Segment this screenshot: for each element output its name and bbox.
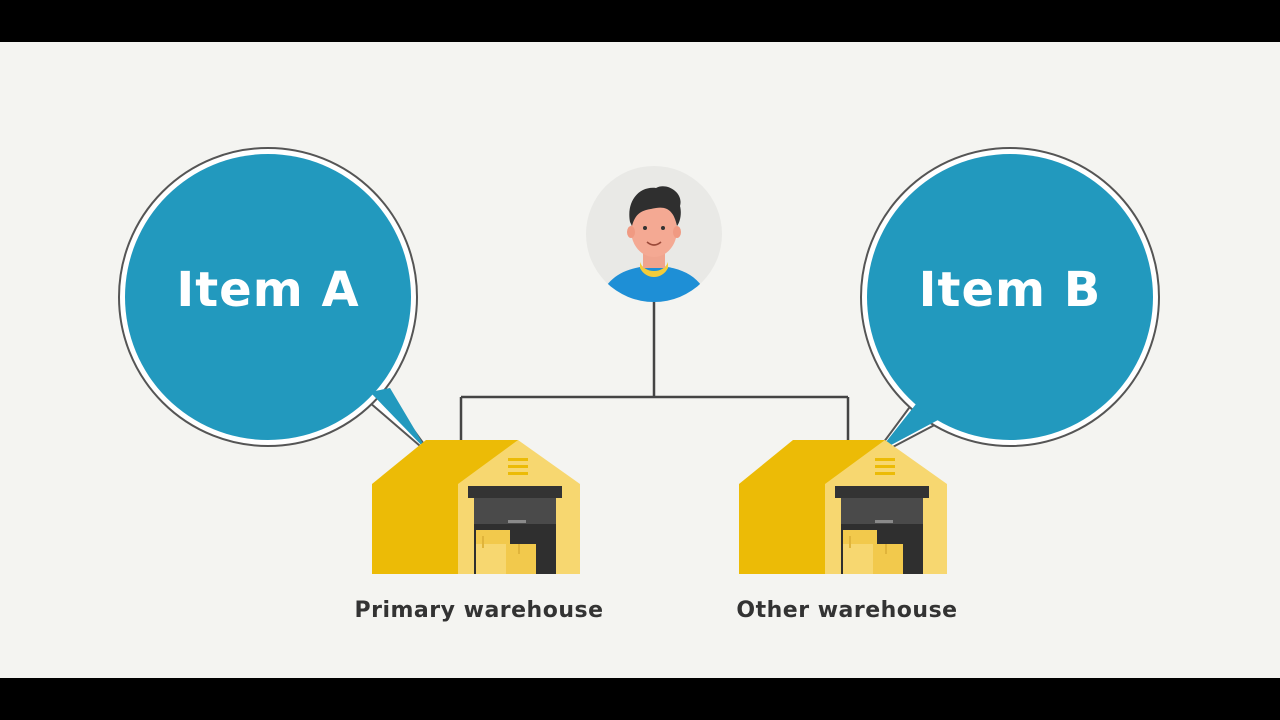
warehouse-icon-primary [372,440,580,574]
primary-warehouse-label: Primary warehouse [354,598,604,623]
person-avatar-icon [586,166,722,302]
connector-lines [459,300,850,442]
warehouse-icon-other [739,440,947,574]
speech-bubble-item-a [118,147,435,459]
bubble-label-item-b: Item B [918,262,1102,318]
bubble-label-item-a: Item A [176,262,360,318]
other-warehouse-label: Other warehouse [736,598,958,623]
speech-bubble-item-b [860,147,1160,459]
